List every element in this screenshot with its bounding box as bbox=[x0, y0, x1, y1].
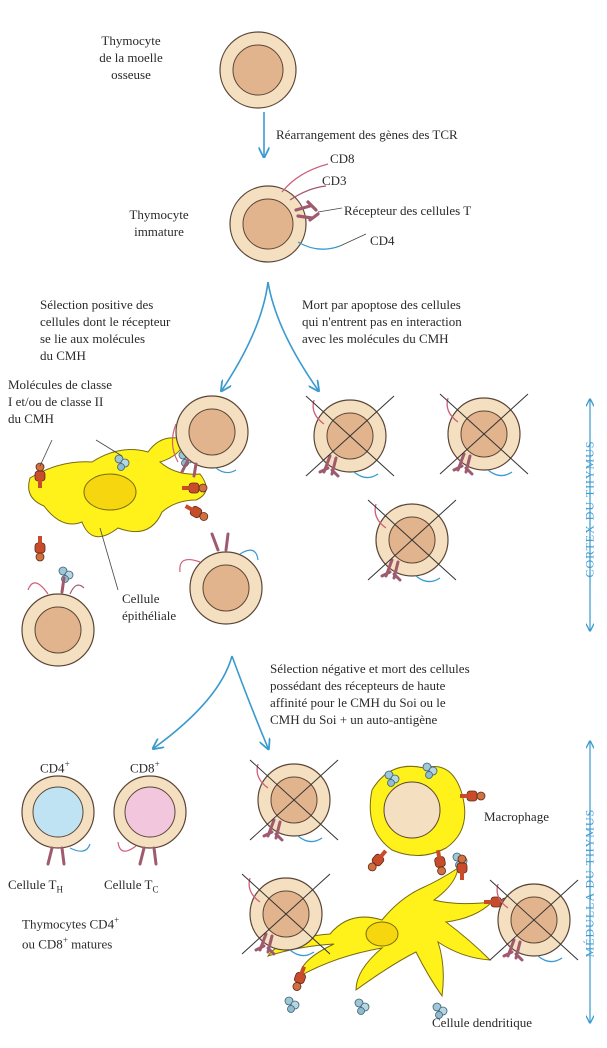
selected-thymocyte-bottom-left bbox=[22, 578, 94, 666]
label-epithelial-cell: Cellule épithéliale bbox=[122, 590, 212, 624]
dendritic-cell-nucleus bbox=[366, 922, 398, 946]
label-medulla: MÉDULLA DU THYMUS bbox=[583, 810, 598, 958]
label-cd8-plus: CD8+ bbox=[130, 756, 160, 776]
label-macrophage: Macrophage bbox=[484, 808, 549, 825]
label-tcr-rearrangement: Réarrangement des gènes des TCR bbox=[276, 126, 458, 143]
label-mature-thymocytes: Thymocytes CD4+ ou CD8+ matures bbox=[22, 912, 202, 953]
tc-text: Cellule T bbox=[104, 877, 153, 892]
mature-line1: Thymocytes CD4 bbox=[22, 916, 114, 931]
label-immature-thymocyte: Thymocyte immature bbox=[104, 206, 214, 240]
cd4-sup: + bbox=[65, 759, 70, 769]
tc-sub: C bbox=[153, 885, 159, 895]
label-cd4-plus: CD4+ bbox=[40, 756, 70, 776]
label-bone-marrow-thymocyte: Thymocyte de la moelle osseuse bbox=[76, 32, 186, 83]
label-mhc-molecules: Molécules de classe I et/ou de classe II… bbox=[8, 376, 178, 427]
label-cd4: CD4 bbox=[370, 232, 395, 249]
negatively-selected-thymocyte-1 bbox=[250, 760, 338, 842]
label-dendritic-cell: Cellule dendritique bbox=[432, 1014, 532, 1031]
mature-arrow bbox=[154, 656, 232, 748]
negative-selection-arrow bbox=[232, 656, 268, 748]
label-positive-selection: Sélection positive des cellules dont le … bbox=[40, 296, 260, 364]
mature-sup1: + bbox=[114, 915, 119, 925]
cd8-sup: + bbox=[155, 759, 160, 769]
tc-cell bbox=[114, 776, 186, 864]
label-th-cell: Cellule TH bbox=[8, 876, 63, 899]
apoptotic-thymocyte-3 bbox=[368, 500, 456, 582]
cd4-text: CD4 bbox=[40, 760, 65, 775]
th-sub: H bbox=[57, 885, 64, 895]
label-apoptosis-death: Mort par apoptose des cellules qui n'ent… bbox=[302, 296, 582, 347]
label-tc-cell: Cellule TC bbox=[104, 876, 159, 899]
mature-line2: ou CD8 bbox=[22, 937, 63, 952]
th-cell bbox=[22, 776, 94, 864]
bone-marrow-thymocyte bbox=[220, 32, 296, 108]
cd8-text: CD8 bbox=[130, 760, 155, 775]
macrophage-nucleus bbox=[384, 782, 440, 838]
epithelial-cell-nucleus bbox=[84, 474, 136, 510]
label-t-cell-receptor: Récepteur des cellules T bbox=[344, 202, 471, 219]
label-cd8: CD8 bbox=[330, 150, 355, 167]
apoptotic-thymocyte-1 bbox=[306, 396, 394, 478]
negatively-selected-thymocyte-3 bbox=[490, 880, 578, 962]
apoptotic-thymocyte-2 bbox=[440, 394, 528, 476]
label-cortex: CORTEX DU THYMUS bbox=[583, 450, 598, 578]
label-cd3: CD3 bbox=[322, 172, 347, 189]
th-text: Cellule T bbox=[8, 877, 57, 892]
mature-line3: matures bbox=[68, 937, 112, 952]
label-negative-selection: Sélection négative et mort des cellules … bbox=[270, 660, 570, 728]
